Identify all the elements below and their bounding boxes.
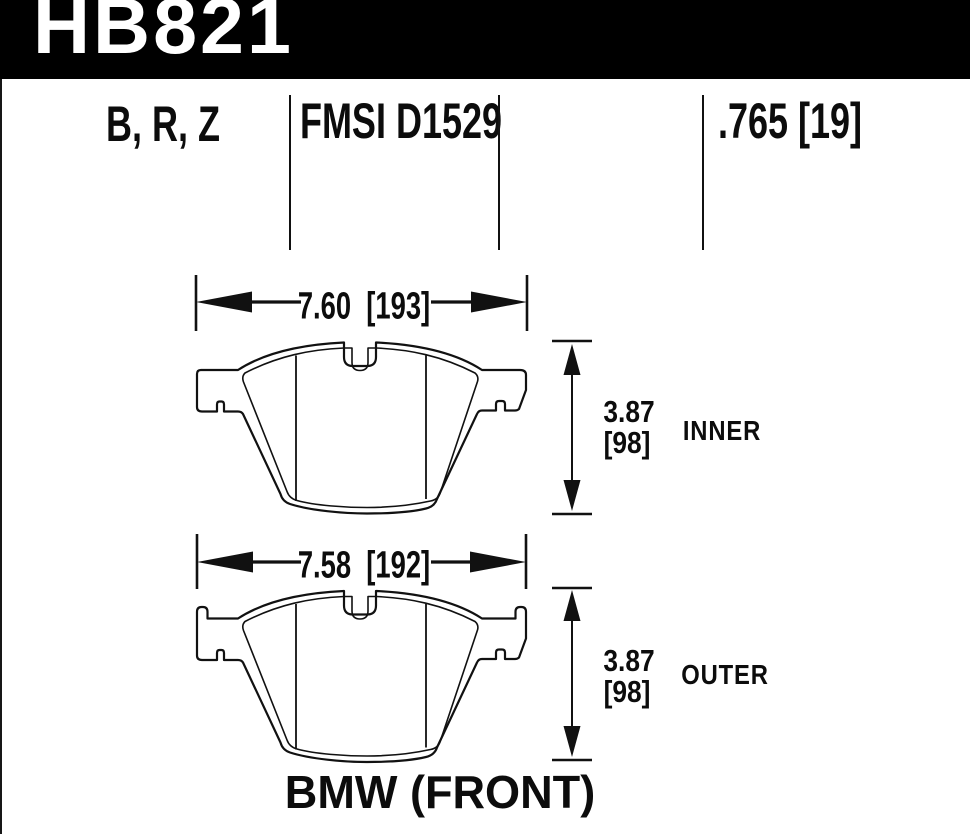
inner-pad-position-label: INNER [682,415,762,446]
arrow-right-icon [470,551,526,573]
outer-pad-width-dimension [195,534,528,589]
fmsi-number-label: FMSI D1529 [299,93,503,149]
header-bar [0,0,970,79]
part-number-title: HB821 [33,0,294,70]
outer-pad-height-mm: [98] [603,674,651,709]
arrow-left-icon [197,551,253,573]
arrow-up-icon [563,344,581,375]
page-left-edge-line [0,0,2,834]
compound-codes-label: B, R, Z [106,96,220,152]
spec-divider-middle [498,95,500,250]
arrow-right-icon [471,291,527,313]
outer-pad-drawing [195,589,528,764]
outer-pad-position-label: OUTER [681,659,769,690]
outer-pad-height-value: 3.87 [603,643,655,678]
spec-divider-left [289,95,291,250]
arrow-down-icon [563,480,581,511]
outer-pad-width-label: 7.58 [192] [297,544,431,587]
inner-pad-width-label: 7.60 [193] [297,285,431,328]
inner-pad-drawing [195,341,528,515]
pad-thickness-label: .765 [19] [717,93,863,149]
spec-divider-right [702,95,704,250]
arrow-up-icon [563,590,581,621]
arrow-down-icon [563,726,581,757]
inner-pad-height-dimension [552,339,592,516]
arrow-left-icon [196,291,252,313]
inner-pad-width-dimension [194,275,529,331]
outer-pad-height-dimension [552,586,592,762]
application-label: BMW (FRONT) [284,766,596,818]
inner-pad-height-value: 3.87 [603,394,655,429]
inner-pad-height-mm: [98] [603,425,651,460]
